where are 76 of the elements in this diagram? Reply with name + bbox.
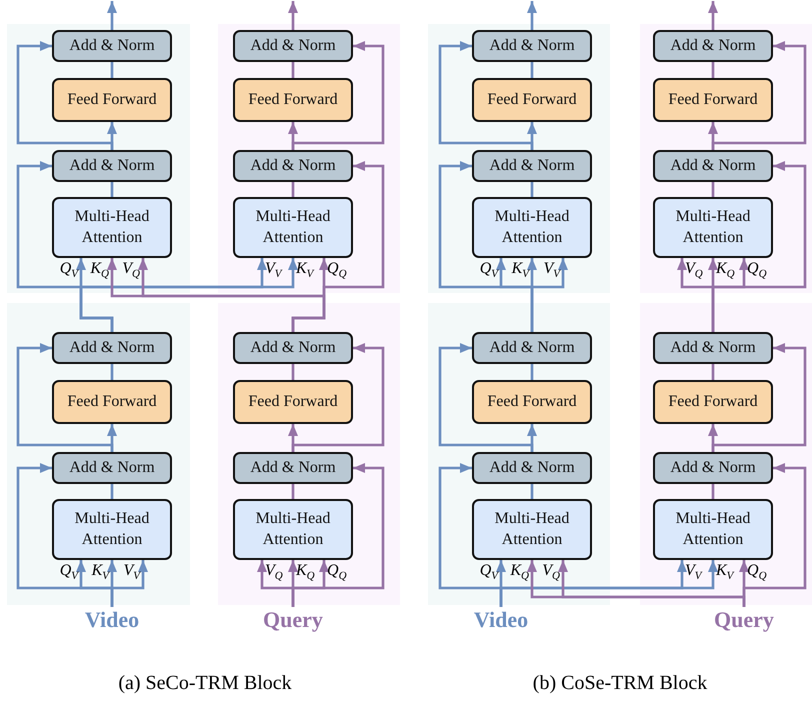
input-symbol: V$_{Q}$	[541, 562, 560, 584]
arrow	[712, 41, 806, 150]
add-norm-box: Add & Norm	[52, 150, 172, 182]
input-symbol: K$_{Q}$	[89, 260, 109, 282]
feed-forward-box: Feed Forward	[233, 380, 353, 424]
arrow	[288, 1, 298, 30]
add-norm-box: Add & Norm	[52, 452, 172, 484]
input-symbol: Q$_{Q}$	[747, 260, 768, 282]
feed-forward-box: Feed Forward	[653, 380, 773, 424]
add-norm-box: Add & Norm	[472, 332, 592, 364]
subfigure-caption: (b) CoSe-TRM Block	[532, 672, 708, 695]
attention-box: Multi-Head Attention	[653, 499, 773, 560]
add-norm-box: Add & Norm	[653, 30, 773, 62]
add-norm-box: Add & Norm	[52, 30, 172, 62]
input-label: Query	[253, 607, 333, 633]
attention-box: Multi-Head Attention	[472, 499, 592, 560]
input-symbol: V$_{Q}$	[121, 260, 140, 282]
add-norm-box: Add & Norm	[233, 150, 353, 182]
arrow	[708, 1, 718, 30]
attention-box: Multi-Head Attention	[653, 197, 773, 258]
add-norm-box: Add & Norm	[52, 332, 172, 364]
input-symbol: V$_{Q}$	[685, 260, 704, 282]
attention-box: Multi-Head Attention	[52, 499, 172, 560]
subfigure-caption: (a) SeCo-TRM Block	[117, 672, 293, 695]
add-norm-box: Add & Norm	[472, 150, 592, 182]
input-symbol: Q$_{V}$	[478, 562, 498, 584]
attention-box: Multi-Head Attention	[233, 197, 353, 258]
input-symbol: V$_{V}$	[542, 260, 560, 282]
feed-forward-box: Feed Forward	[653, 78, 773, 122]
input-symbol: Q$_{V}$	[478, 260, 498, 282]
input-symbol: V$_{V}$	[122, 562, 140, 584]
input-symbol: K$_{V}$	[716, 562, 736, 584]
input-symbol: V$_{Q}$	[265, 562, 284, 584]
input-symbol: Q$_{Q}$	[327, 260, 348, 282]
input-symbol: K$_{V}$	[90, 562, 109, 584]
input-symbol: K$_{V}$	[510, 260, 529, 282]
feed-forward-box: Feed Forward	[472, 380, 592, 424]
input-label: Video	[72, 607, 152, 633]
attention-box: Multi-Head Attention	[52, 197, 172, 258]
input-symbol: Q$_{Q}$	[747, 562, 768, 584]
feed-forward-box: Feed Forward	[52, 78, 172, 122]
input-symbol: Q$_{Q}$	[327, 562, 348, 584]
arrow	[438, 41, 534, 150]
input-symbol: Q$_{V}$	[58, 562, 78, 584]
input-symbol: V$_{V}$	[685, 562, 704, 584]
add-norm-box: Add & Norm	[472, 452, 592, 484]
feed-forward-box: Feed Forward	[233, 78, 353, 122]
input-symbol: V$_{V}$	[265, 260, 284, 282]
add-norm-box: Add & Norm	[233, 452, 353, 484]
input-symbol: Q$_{V}$	[58, 260, 78, 282]
feed-forward-box: Feed Forward	[52, 380, 172, 424]
add-norm-box: Add & Norm	[653, 332, 773, 364]
attention-box: Multi-Head Attention	[233, 499, 353, 560]
arrow	[16, 463, 114, 607]
arrow	[438, 343, 534, 452]
arrow	[292, 41, 384, 150]
arrow	[292, 463, 384, 607]
arrow	[527, 1, 537, 30]
attention-box: Multi-Head Attention	[472, 197, 592, 258]
add-norm-box: Add & Norm	[653, 150, 773, 182]
input-label: Video	[461, 607, 541, 633]
arrow	[16, 41, 114, 150]
add-norm-box: Add & Norm	[653, 452, 773, 484]
add-norm-box: Add & Norm	[233, 30, 353, 62]
add-norm-box: Add & Norm	[472, 30, 592, 62]
feed-forward-box: Feed Forward	[472, 78, 592, 122]
input-symbol: K$_{V}$	[296, 260, 316, 282]
input-label: Query	[704, 607, 784, 633]
input-symbol: K$_{Q}$	[296, 562, 316, 584]
add-norm-box: Add & Norm	[233, 332, 353, 364]
arrow	[292, 343, 384, 452]
input-symbol: K$_{Q}$	[716, 260, 736, 282]
input-symbol: K$_{Q}$	[509, 562, 529, 584]
arrow	[16, 343, 114, 452]
arrow	[712, 343, 806, 452]
arrow	[107, 1, 117, 30]
